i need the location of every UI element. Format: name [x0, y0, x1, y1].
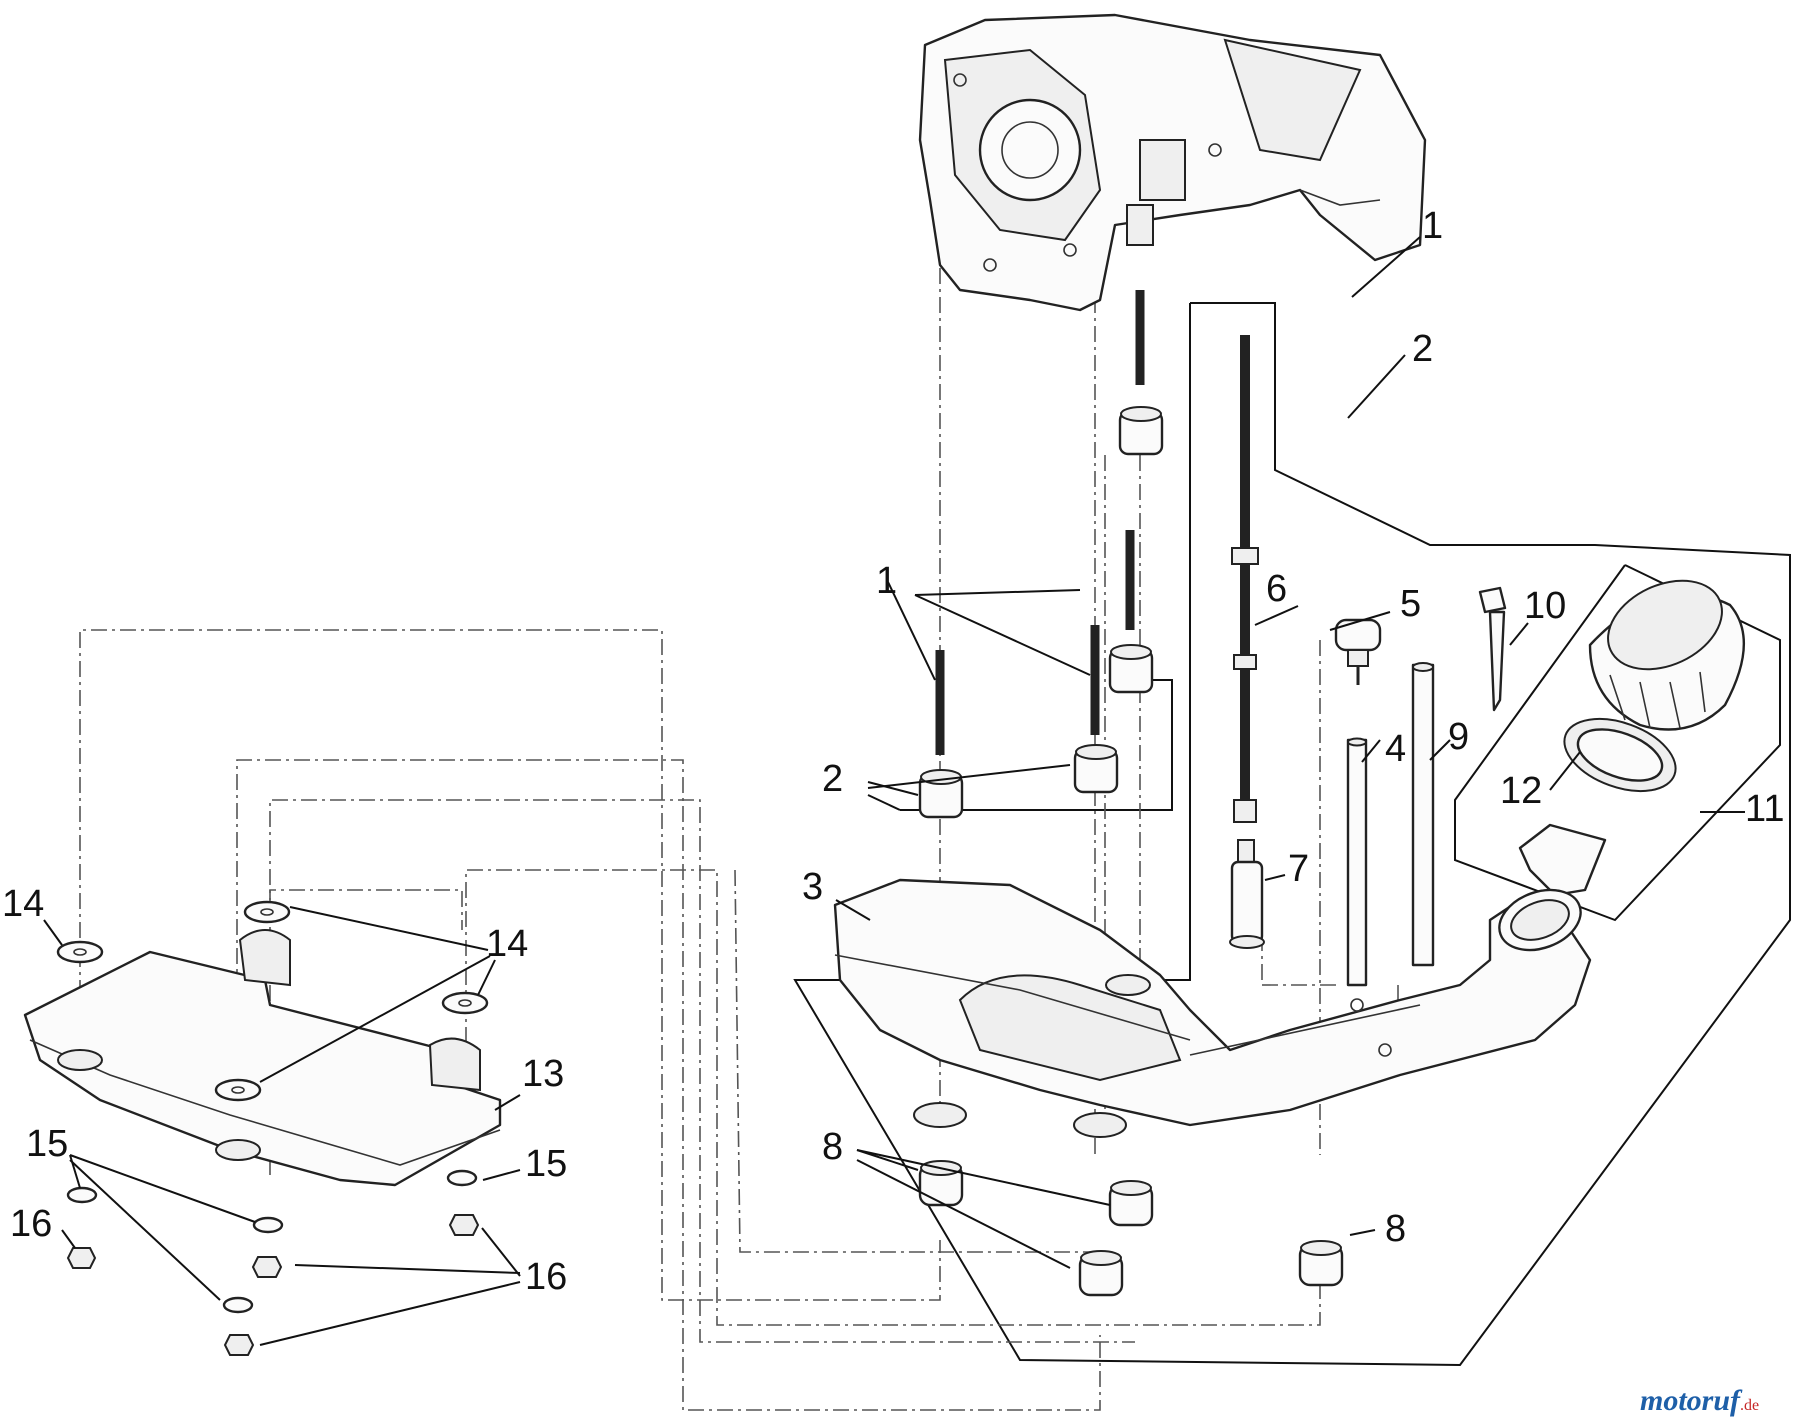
stud-bolts [935, 290, 1145, 755]
bushing-left [918, 769, 964, 819]
callout-15-left: 15 [26, 1123, 69, 1165]
callout-4: 4 [1385, 728, 1407, 770]
watermark-logo: motoruf.de [1640, 1384, 1759, 1418]
callout-2-left: 2 [822, 758, 844, 800]
callout-7: 7 [1288, 848, 1310, 890]
callout-9: 9 [1448, 716, 1470, 758]
bushing-top-right [1118, 406, 1164, 456]
mounting-plate [23, 929, 502, 1187]
callout-14-left: 14 [2, 883, 45, 925]
retainer-clip [1478, 586, 1507, 712]
leader-lines [43, 236, 1745, 1346]
fuel-cap [1518, 579, 1746, 897]
callout-5: 5 [1400, 583, 1422, 625]
bushing-mid [1073, 744, 1119, 794]
fuel-pickup-tube [1231, 335, 1259, 823]
callout-16-left: 16 [10, 1203, 53, 1245]
callout-1-left: 1 [876, 560, 898, 602]
washers-and-nuts [56, 900, 489, 1356]
callout-10: 10 [1524, 585, 1567, 627]
callout-2-top: 2 [1412, 328, 1434, 370]
callout-16-right: 16 [525, 1256, 568, 1298]
spacer-bushings [918, 406, 1164, 819]
callout-14-right: 14 [486, 923, 529, 965]
callout-13: 13 [522, 1053, 565, 1095]
callout-11: 11 [1745, 788, 1785, 830]
fuel-cap-group-outline [1454, 564, 1781, 922]
alignment-lines [79, 268, 1399, 1411]
callout-3: 3 [802, 866, 824, 908]
fuel-tank [833, 878, 1592, 1138]
callout-15-right: 15 [525, 1143, 568, 1185]
vent-valve [1334, 618, 1382, 685]
callout-8-left: 8 [822, 1126, 844, 1168]
callout-1-top: 1 [1422, 205, 1444, 247]
grommet-a [918, 1160, 964, 1207]
bushing-back [1108, 644, 1154, 694]
fuel-filter [1229, 839, 1265, 949]
watermark-brand: motoruf [1640, 1384, 1741, 1417]
grommets [918, 1160, 1344, 1297]
watermark-tld: .de [1740, 1397, 1760, 1414]
hoses [1346, 662, 1435, 987]
crankcase-housing [918, 13, 1427, 312]
grommet-b [1108, 1180, 1154, 1227]
callout-8-right: 8 [1385, 1208, 1407, 1250]
grommet-c [1078, 1250, 1124, 1297]
callout-12: 12 [1500, 770, 1543, 812]
callout-6: 6 [1266, 568, 1288, 610]
grommet-d [1298, 1240, 1344, 1287]
